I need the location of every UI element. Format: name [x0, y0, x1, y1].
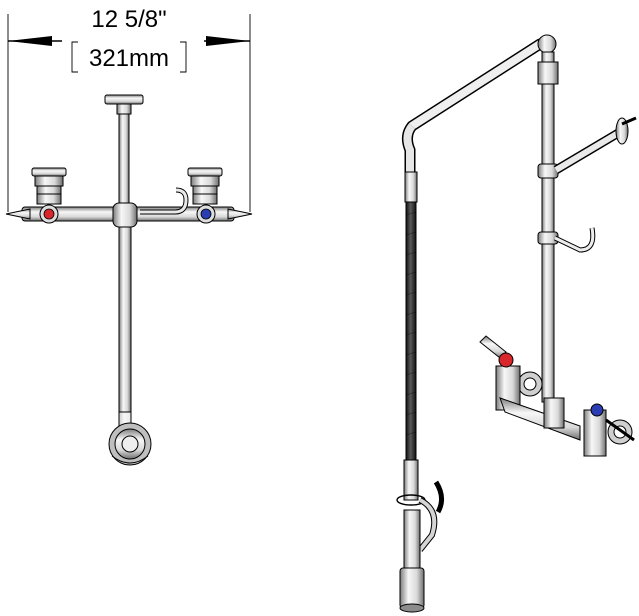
pre-rinse-unit-isometric-icon [396, 34, 637, 613]
hot-indicator-icon [43, 208, 55, 220]
cold-indicator-icon [200, 208, 212, 220]
left-valve [31, 167, 67, 205]
bracket-right [180, 41, 187, 73]
arrowhead-right-icon [206, 36, 250, 46]
dimension-imperial-label: 12 5/8" [91, 6, 166, 33]
iso-valve-assembly [479, 335, 635, 457]
arrowhead-left-icon [8, 36, 52, 46]
bracket-left [71, 41, 78, 73]
dimension-metric-label: 321mm [89, 45, 169, 72]
faucet-front-view-icon [5, 94, 253, 466]
width-dimension: 12 5/8" 321mm [7, 6, 251, 212]
spray-valve [396, 459, 444, 613]
right-valve [187, 167, 223, 205]
